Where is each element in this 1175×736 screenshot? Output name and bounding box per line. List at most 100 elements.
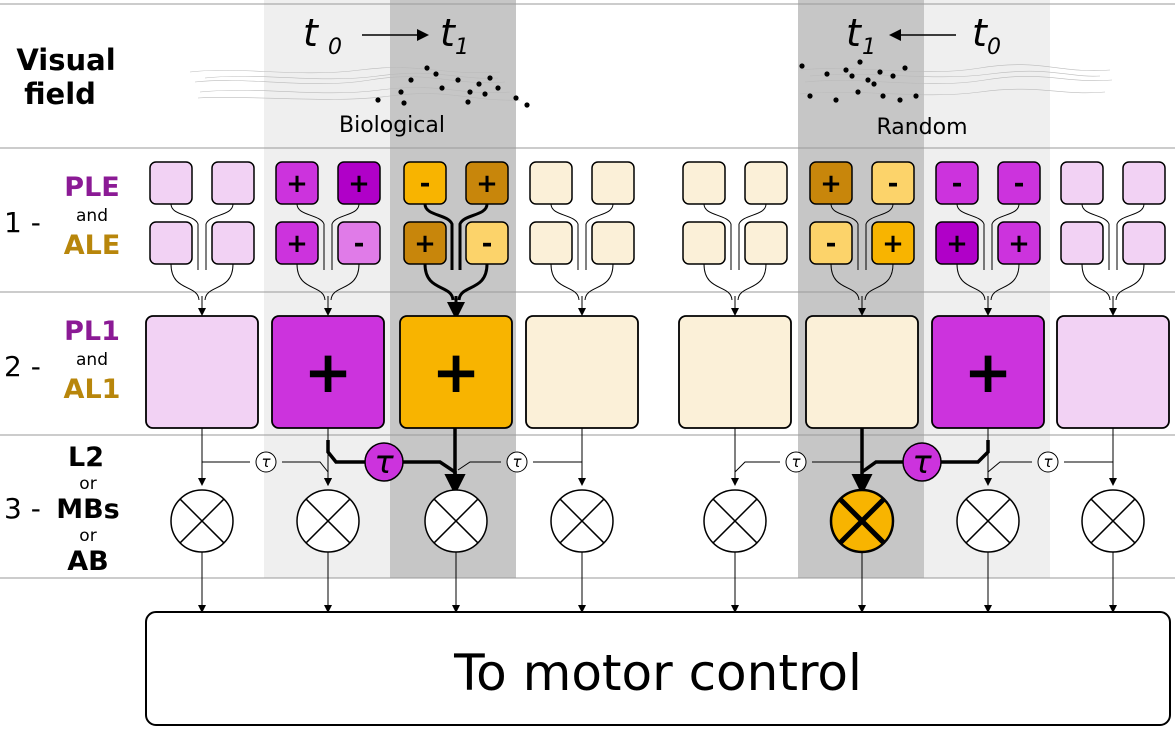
- small-cell-2-2: +: [403, 221, 447, 265]
- small-cell-6-1: -: [997, 161, 1041, 205]
- al1-label: AL1: [64, 374, 121, 405]
- small-cell-sign: -: [482, 229, 493, 259]
- small-cell-1-2: +: [275, 221, 319, 265]
- ab-label: AB: [67, 546, 108, 577]
- biological-time-labels: t 0 t 1 Biological: [303, 11, 469, 138]
- large-cell-sign: +: [432, 338, 481, 406]
- conn-7-tau-in: [1064, 452, 1114, 463]
- row3-or2: or: [79, 526, 96, 546]
- large-cell-sign: +: [964, 338, 1013, 406]
- small-cell-sign: -: [826, 229, 837, 259]
- small-cell-sign: +: [414, 229, 436, 259]
- row2-and: and: [76, 350, 108, 370]
- random-label: Random: [876, 115, 967, 140]
- small-cell-sign: -: [1014, 169, 1025, 199]
- small-cell-sign: +: [286, 229, 308, 259]
- multiplier-6: [956, 489, 1020, 553]
- small-cell-6-0: -: [935, 161, 979, 205]
- bio-t0-sub: 0: [328, 35, 342, 60]
- small-cell-4-3: [744, 221, 788, 265]
- large-cells-layer: + + +: [145, 315, 1170, 429]
- bio-t1-sub: 1: [455, 35, 469, 60]
- small-connector-0: [170, 203, 234, 301]
- biological-label: Biological: [339, 113, 445, 138]
- small-cell-3-0: [529, 161, 573, 205]
- svg-text:τ: τ: [512, 453, 522, 471]
- tau-node-4: τ: [785, 451, 807, 473]
- small-cell-7-3: [1122, 221, 1166, 265]
- small-cell-5-3: +: [871, 221, 915, 265]
- row3-prefix: 3 -: [4, 492, 41, 525]
- conn-1-tau-in: [326, 440, 365, 464]
- small-cell-4-0: [682, 161, 726, 205]
- small-cell-7-0: [1060, 161, 1104, 205]
- small-cell-sign: -: [952, 169, 963, 199]
- small-cell-sign: -: [888, 169, 899, 199]
- row1-prefix: 1 -: [4, 206, 41, 239]
- small-connector-6: [956, 203, 1020, 301]
- small-cell-2-0: -: [403, 161, 447, 205]
- small-cell-3-2: [529, 221, 573, 265]
- small-connector-7: [1081, 203, 1145, 301]
- conn-3-tau-out: [457, 461, 501, 471]
- row1-and: and: [76, 206, 108, 226]
- rand-t0-sub: 0: [987, 35, 1001, 60]
- output-connectors: [198, 552, 1117, 613]
- random-trails: [799, 64, 1113, 96]
- conn-5-tau-out: [734, 461, 780, 473]
- bio-t0: t: [303, 11, 320, 55]
- small-cell-0-0: [149, 161, 193, 205]
- rand-t1: t: [846, 11, 863, 55]
- l2-label: L2: [68, 442, 104, 473]
- small-connector-2: [423, 203, 489, 301]
- visual-field: t 0 t 1 Biological t 1 t 0 Random: [189, 11, 1113, 140]
- small-cell-0-2: [149, 221, 193, 265]
- small-cell-0-3: [211, 221, 255, 265]
- large-cell-6: +: [931, 315, 1045, 429]
- small-to-large-connectors: [170, 203, 1145, 320]
- small-cell-sign: -: [354, 229, 365, 259]
- small-cell-0-1: [211, 161, 255, 205]
- multiplier-5: [829, 488, 895, 554]
- small-cell-sign: +: [946, 229, 968, 259]
- multiplier-1: [296, 489, 360, 553]
- tau-node-7: τ: [1037, 451, 1059, 473]
- small-cell-2-1: +: [465, 161, 509, 205]
- small-cell-7-1: [1122, 161, 1166, 205]
- small-cell-sign: +: [286, 169, 308, 199]
- svg-text:τ: τ: [791, 453, 801, 471]
- pl1-label: PL1: [64, 316, 120, 347]
- small-connector-4: [703, 203, 767, 301]
- small-cell-1-0: +: [275, 161, 319, 205]
- small-cell-2-3: -: [465, 221, 509, 265]
- small-cell-sign: +: [820, 169, 842, 199]
- random-dots: [799, 59, 919, 103]
- highlight-bands: [264, 0, 1050, 578]
- small-cell-sign: -: [420, 169, 431, 199]
- multiplier-2: [424, 489, 488, 553]
- tau-node-0: τ: [255, 451, 277, 473]
- rand-t0: t: [972, 11, 989, 55]
- small-cell-3-1: [591, 161, 635, 205]
- ale-label: ALE: [64, 230, 121, 261]
- svg-text:τ: τ: [912, 443, 932, 481]
- small-cell-6-3: +: [997, 221, 1041, 265]
- conn-7-tau-out: [987, 461, 1032, 473]
- small-cell-sign: +: [1008, 229, 1030, 259]
- visual-field-label-line1: Visual: [16, 43, 115, 77]
- row-separators: [0, 3, 1175, 579]
- large-cell-5: [805, 315, 919, 429]
- small-cell-1-1: +: [337, 161, 381, 205]
- large-cell-4: [678, 315, 792, 429]
- row3-or1: or: [79, 474, 96, 494]
- multiplier-4: [703, 489, 767, 553]
- multiplier-0: [170, 489, 234, 553]
- small-cell-5-1: -: [871, 161, 915, 205]
- large-cell-0: [145, 315, 259, 429]
- small-cell-sign: +: [476, 169, 498, 199]
- ple-label: PLE: [64, 172, 119, 203]
- tau-node-3: τ: [506, 451, 528, 473]
- large-cell-1: +: [271, 315, 385, 429]
